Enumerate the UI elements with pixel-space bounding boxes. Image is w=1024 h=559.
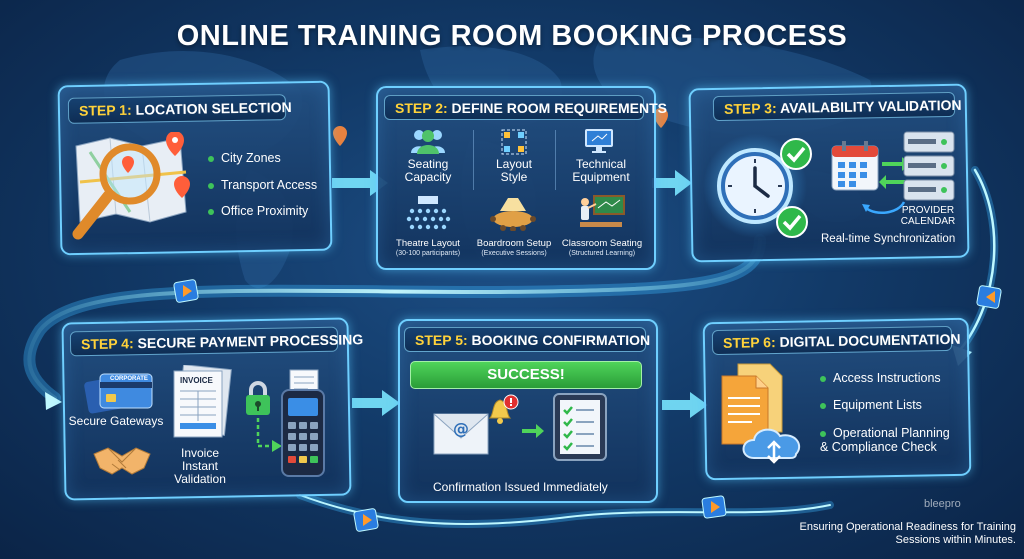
- step-5-number: STEP 5:: [415, 332, 468, 348]
- map-pin-icon: [654, 108, 668, 128]
- handshake-icon: [93, 447, 151, 475]
- step-1-bullet: City Zones: [208, 151, 281, 165]
- map-pin-icon: [333, 126, 347, 146]
- step-1-number: STEP 1:: [78, 101, 132, 119]
- credit-cards-icon: [84, 373, 153, 414]
- step-2-header: STEP 2: DEFINE ROOM REQUIREMENTS: [384, 95, 667, 120]
- step-4-header: STEP 4: SECURE PAYMENT PROCESSING: [69, 326, 363, 357]
- step-3-number: STEP 3:: [723, 100, 777, 117]
- step-6-bullet: Access Instructions: [820, 371, 941, 385]
- step-6-bullet: Operational Planning & Compliance Check: [820, 426, 950, 454]
- step-6-bullet: Equipment Lists: [820, 398, 922, 412]
- arrow-step5-step6: [662, 392, 708, 418]
- step-1-header: STEP 1: LOCATION SELECTION: [67, 94, 292, 124]
- arrow-down-step4: [45, 392, 62, 410]
- step-1-title: LOCATION SELECTION: [135, 99, 292, 118]
- classroom-icon: [580, 195, 625, 227]
- arrow-step2-step3: [652, 170, 692, 196]
- boardroom-setup-note: (Executive Sessions): [481, 250, 547, 257]
- padlock-icon: [246, 381, 270, 415]
- page-title: ONLINE TRAINING ROOM BOOKING PROCESS: [176, 20, 848, 52]
- provider-calendar-label: PROVIDER CALENDAR: [900, 205, 956, 227]
- classroom-seating-note: (Structured Learning): [568, 250, 636, 257]
- technical-equipment-label: Technical Equipment: [572, 157, 630, 184]
- footer-tagline: Ensuring Operational Readiness for Train…: [799, 521, 1016, 546]
- arrow-step4-step5: [352, 390, 400, 416]
- layout-icon: [501, 129, 527, 155]
- success-banner: SUCCESS!: [410, 361, 642, 389]
- seating-capacity-label: Seating Capacity: [404, 157, 452, 184]
- secure-gateways-label: Secure Gateways: [68, 414, 164, 428]
- step-5-header: STEP 5: BOOKING CONFIRMATION: [404, 327, 650, 352]
- theatre-icon: [406, 196, 451, 230]
- arrow-step1-step2: [332, 170, 388, 196]
- step-4-number: STEP 4:: [80, 335, 134, 353]
- layout-style-label: Layout Style: [495, 157, 533, 184]
- bell-alert-icon: [488, 394, 519, 424]
- step-6-header: STEP 6: DIGITAL DOCUMENTATION: [711, 325, 961, 356]
- theatre-layout-note: (30-100 participants): [395, 250, 461, 257]
- monitor-icon: [585, 129, 613, 153]
- step-3-header: STEP 3: AVAILABILITY VALIDATION: [712, 91, 962, 122]
- invoice-validation-label: Invoice Instant Validation: [174, 446, 226, 486]
- pos-terminal-icon: [281, 369, 325, 477]
- clock-check-icon: [703, 134, 812, 238]
- boardroom-icon: [490, 198, 536, 231]
- people-icon: [411, 130, 445, 154]
- boardroom-setup-label: Boardroom Setup: [476, 238, 552, 249]
- confirmation-issued-label: Confirmation Issued Immediately: [433, 480, 608, 494]
- step-6-number: STEP 6:: [722, 333, 776, 351]
- curved-sync-arrow-icon: [862, 201, 906, 215]
- invoice-header-text: INVOICE: [180, 376, 213, 385]
- step-5-title: BOOKING CONFIRMATION: [471, 332, 651, 348]
- calendar-icon: [831, 141, 879, 191]
- documents-cloud-icon: [721, 363, 801, 464]
- realtime-sync-label: Real-time Synchronization: [821, 233, 956, 245]
- sync-arrows-icon: [879, 157, 909, 189]
- step-3-title: AVAILABILITY VALIDATION: [779, 96, 962, 116]
- step-1-bullet: Transport Access: [208, 178, 317, 192]
- corporate-card-text: CORPORATE: [110, 376, 148, 382]
- watermark-logo: bleepro: [924, 498, 961, 510]
- step-6-title: DIGITAL DOCUMENTATION: [779, 330, 961, 350]
- checklist-tablet-icon: [553, 393, 607, 461]
- step-2-title: DEFINE ROOM REQUIREMENTS: [451, 100, 668, 116]
- email-icon: @: [433, 413, 489, 455]
- step-1-bullet: Office Proximity: [208, 204, 308, 218]
- dashed-arrow-icon: [256, 418, 282, 452]
- step-4-title: SECURE PAYMENT PROCESSING: [137, 331, 364, 352]
- map-magnifier-icon: [72, 132, 190, 240]
- invoice-icon: [173, 365, 232, 438]
- svg-text:@: @: [453, 419, 469, 438]
- theatre-layout-label: Theatre Layout: [396, 238, 460, 249]
- step-2-number: STEP 2:: [395, 100, 448, 116]
- classroom-seating-label: Classroom Seating: [561, 238, 643, 249]
- arrow-right-icon: [522, 424, 544, 438]
- server-icon: [903, 131, 955, 201]
